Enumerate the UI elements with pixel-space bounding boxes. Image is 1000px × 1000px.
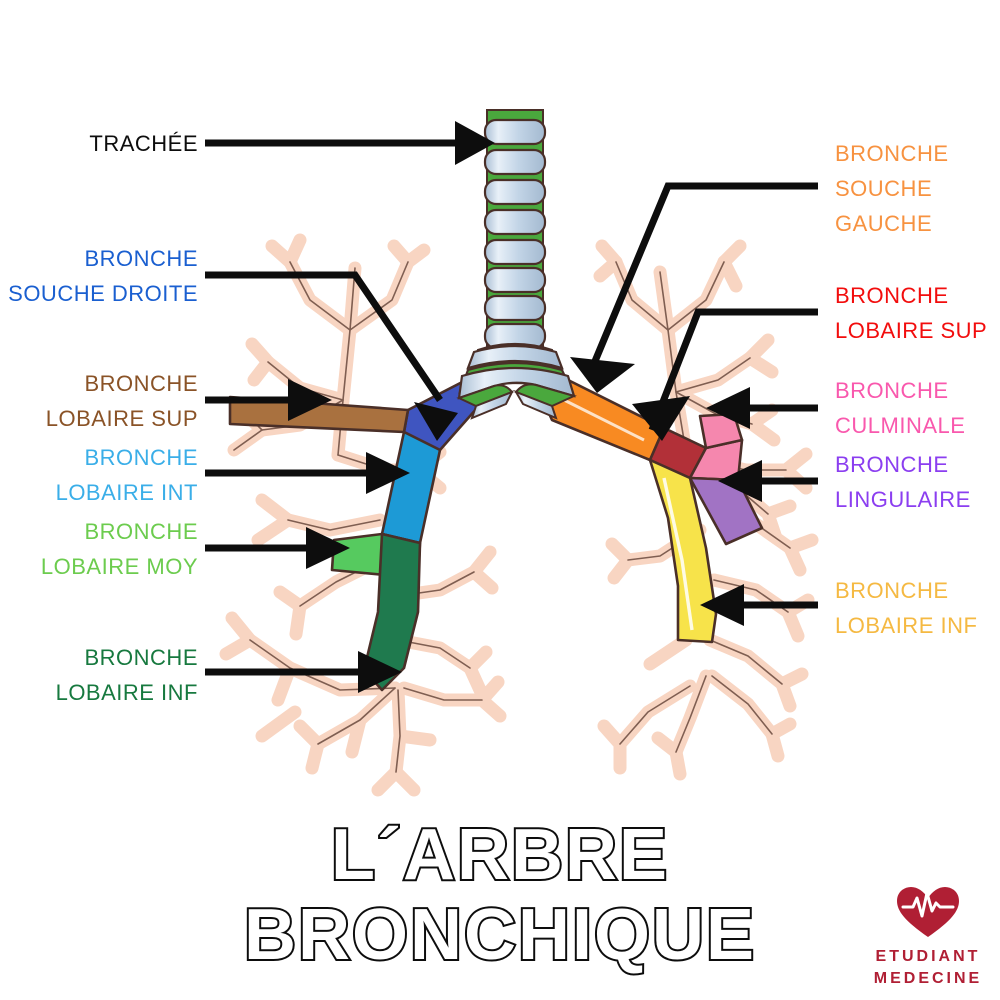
heart-ecg-icon	[897, 887, 959, 937]
label-lobaire-moy-droite[interactable]: BRONCHE LOBAIRE MOY	[0, 514, 198, 584]
label-bronche-souche-gauche[interactable]: BRONCHE SOUCHE GAUCHE	[835, 136, 1000, 241]
trachea	[456, 109, 577, 420]
label-bronche-culminale-line1: BRONCHE	[835, 378, 949, 403]
label-lobaire-sup-droite[interactable]: BRONCHE LOBAIRE SUP	[0, 366, 198, 436]
label-lobaire-sup-gauche[interactable]: BRONCHE LOBAIRE SUP	[835, 278, 1000, 348]
label-lobaire-int-droite[interactable]: BRONCHE LOBAIRE INT	[0, 440, 198, 510]
label-lobaire-inf-gauche[interactable]: BRONCHE LOBAIRE INF	[835, 573, 1000, 643]
leader-souche-gauche	[584, 182, 818, 380]
label-bronche-souche-droite-line1: BRONCHE	[84, 246, 198, 271]
label-lobaire-inf-droite-line2: LOBAIRE INF	[55, 680, 198, 705]
arrowheads	[288, 121, 762, 693]
label-bronche-culminale-line2: CULMINALE	[835, 413, 966, 438]
page-title-line1: L´ARBRE	[329, 813, 669, 897]
label-trachee-line1: TRACHÉE	[89, 131, 198, 156]
leader-souche-droite	[205, 271, 443, 402]
label-bronche-lingulaire-line1: BRONCHE	[835, 452, 949, 477]
page-title-line2: BRONCHIQUE	[242, 893, 756, 977]
label-lobaire-sup-droite-line2: LOBAIRE SUP	[45, 406, 198, 431]
label-lobaire-moy-droite-line2: LOBAIRE MOY	[40, 554, 198, 579]
label-lobaire-sup-droite-line1: BRONCHE	[84, 371, 198, 396]
label-lobaire-sup-gauche-line1: BRONCHE	[835, 283, 949, 308]
label-lobaire-moy-droite-line1: BRONCHE	[84, 519, 198, 544]
label-bronche-souche-droite-line2: SOUCHE DROITE	[8, 281, 198, 306]
segment-lobaire-inf-droite	[362, 532, 422, 692]
label-lobaire-inf-droite[interactable]: BRONCHE LOBAIRE INF	[0, 640, 198, 710]
label-bronche-lingulaire-line2: LINGULAIRE	[835, 487, 971, 512]
label-lobaire-int-droite-line1: BRONCHE	[84, 445, 198, 470]
segment-lobaire-inf-gauche	[648, 458, 718, 644]
label-bronche-souche-gauche-line2: SOUCHE	[835, 176, 933, 201]
brand-logo[interactable]: ETUDIANT MEDECINE	[862, 885, 994, 990]
label-trachee[interactable]: TRACHÉE	[0, 126, 198, 161]
brand-logo-line1: ETUDIANT	[875, 948, 981, 965]
label-lobaire-int-droite-line2: LOBAIRE INT	[55, 480, 198, 505]
page-title: L´ARBRE BRONCHIQUE	[0, 813, 1000, 977]
label-bronche-culminale[interactable]: BRONCHE CULMINALE	[835, 373, 1000, 443]
label-bronche-souche-gauche-line1: BRONCHE	[835, 141, 949, 166]
brand-logo-line2: MEDECINE	[873, 970, 983, 987]
label-lobaire-sup-gauche-line2: LOBAIRE SUP	[835, 318, 988, 343]
label-bronche-souche-droite[interactable]: BRONCHE SOUCHE DROITE	[0, 241, 198, 311]
label-lobaire-inf-gauche-line1: BRONCHE	[835, 578, 949, 603]
label-bronche-lingulaire[interactable]: BRONCHE LINGULAIRE	[835, 447, 1000, 517]
label-lobaire-inf-droite-line1: BRONCHE	[84, 645, 198, 670]
label-lobaire-inf-gauche-line2: LOBAIRE INF	[835, 613, 978, 638]
leader-lobaire-sup-gauche	[648, 308, 818, 432]
peripheral-branches-right-side	[593, 239, 819, 781]
label-bronche-souche-gauche-line3: GAUCHE	[835, 211, 933, 236]
